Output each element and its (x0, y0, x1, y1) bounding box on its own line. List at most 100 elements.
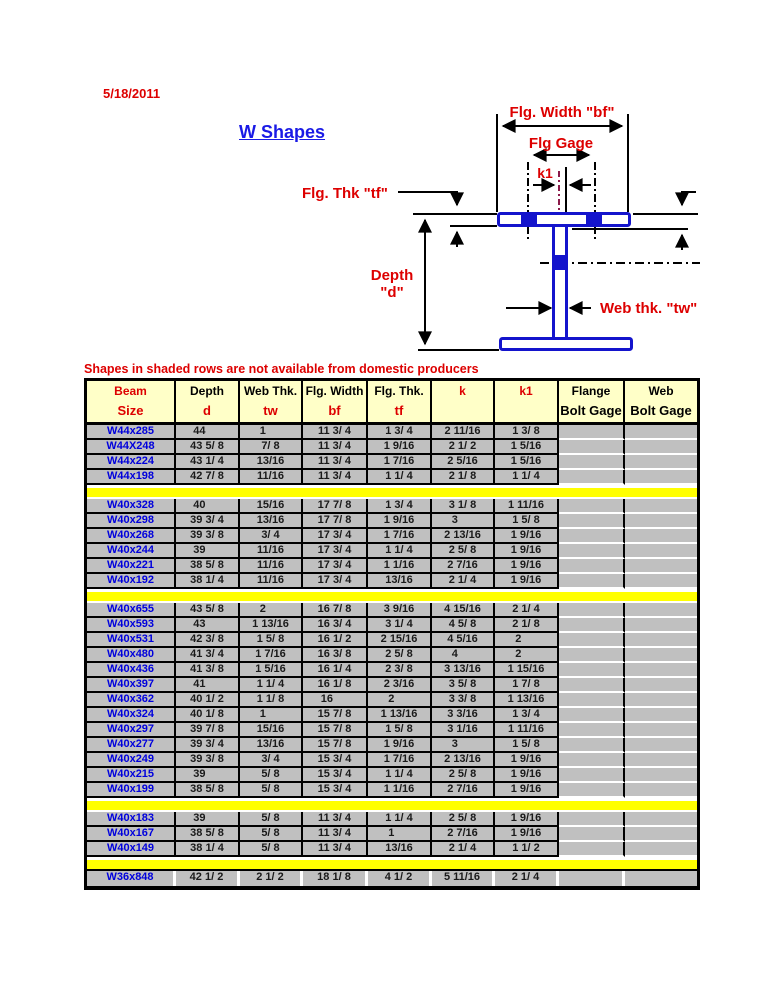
dimension-cell: 1 1/ 4 (368, 544, 432, 559)
dimension-cell: 3 5/ 8 (432, 678, 495, 693)
bolt-gage-cell (559, 738, 625, 753)
dimension-cell: 15/16 (240, 499, 303, 514)
dimension-cell: 1 3/ 8 (495, 425, 559, 440)
bolt-gage-cell (625, 514, 697, 529)
bolt-gage-cell (625, 425, 697, 440)
dimension-cell: 1 9/16 (368, 440, 432, 455)
bolt-gage-cell (559, 440, 625, 455)
dimension-cell: 3 3/ 8 (432, 693, 495, 708)
dimension-cell: 16 3/ 8 (303, 648, 368, 663)
dimension-cell: 1 1/ 4 (368, 470, 432, 485)
flange-bolt-left (521, 212, 537, 227)
dimension-cell: 2 13/16 (432, 753, 495, 768)
dimension-cell: 17 7/ 8 (303, 499, 368, 514)
dimension-cell: 1 15/16 (495, 663, 559, 678)
bolt-gage-cell (625, 499, 697, 514)
beam-size-cell: W40x244 (87, 544, 176, 559)
beam-size-cell: W36x848 (87, 871, 176, 886)
dimension-cell: 13/16 (240, 514, 303, 529)
dimension-cell: 1 9/16 (495, 529, 559, 544)
bolt-gage-cell (625, 529, 697, 544)
separator-gap (87, 589, 697, 592)
header-label-top: Flg. Width (305, 384, 364, 398)
header-label-bottom: tw (263, 403, 278, 418)
dimension-cell: 11 3/ 4 (303, 440, 368, 455)
dimension-cell: 1 1/ 4 (240, 678, 303, 693)
dimension-cell: 2 1/ 8 (495, 618, 559, 633)
dimension-cell: 15 3/ 4 (303, 753, 368, 768)
dimension-cell: 1 (240, 425, 303, 440)
dimension-cell: 15 7/ 8 (303, 708, 368, 723)
dimension-cell: 1 7/16 (368, 753, 432, 768)
dimension-cell: 2 (368, 693, 432, 708)
dimension-cell: 2 1/ 4 (495, 871, 559, 886)
dimension-cell: 5/ 8 (240, 812, 303, 827)
header-label-bottom: tf (394, 403, 404, 418)
web-bolt (552, 255, 568, 270)
dimension-cell: 3 (432, 514, 495, 529)
dimension-cell: 2 11/16 (432, 425, 495, 440)
dimension-cell: 13/16 (240, 455, 303, 470)
beam-dimension-diagram: Flg. Width "bf" Flg Gage k1 Flg. Thk "tf… (302, 104, 700, 351)
bolt-gage-cell (559, 514, 625, 529)
header-cell: k1 (495, 381, 559, 422)
dimension-cell: 11/16 (240, 574, 303, 589)
dimension-cell: 43 5/ 8 (176, 440, 240, 455)
bolt-gage-cell (625, 663, 697, 678)
bolt-gage-cell (625, 633, 697, 648)
dimension-cell: 40 1/ 8 (176, 708, 240, 723)
dimension-cell: 3 9/16 (368, 603, 432, 618)
dimension-cell: 2 (495, 633, 559, 648)
bolt-gage-cell (625, 470, 697, 485)
beam-size-cell: W40x324 (87, 708, 176, 723)
dimension-cell: 2 3/16 (368, 678, 432, 693)
beam-size-cell: W40x149 (87, 842, 176, 857)
separator-gap (87, 857, 697, 860)
bolt-gage-cell (625, 708, 697, 723)
dimension-cell: 1 9/16 (495, 783, 559, 798)
bolt-gage-cell (625, 440, 697, 455)
dimension-cell: 2 1/ 4 (432, 842, 495, 857)
dimension-cell: 2 5/ 8 (432, 768, 495, 783)
dimension-cell: 11 3/ 4 (303, 455, 368, 470)
bolt-gage-cell (625, 678, 697, 693)
header-label-top: k (459, 384, 466, 398)
dimension-cell: 1 9/16 (495, 768, 559, 783)
bolt-gage-cell (625, 723, 697, 738)
dimension-cell: 3/ 4 (240, 529, 303, 544)
dimension-cell: 15 7/ 8 (303, 738, 368, 753)
dimension-cell: 1 1/ 4 (368, 812, 432, 827)
document-date: 5/18/2011 (103, 86, 161, 101)
beam-size-cell: W40x199 (87, 783, 176, 798)
dimension-cell: 2 5/ 8 (432, 544, 495, 559)
dimension-cell: 13/16 (240, 738, 303, 753)
bolt-gage-cell (559, 753, 625, 768)
dimension-cell: 2 1/ 2 (432, 440, 495, 455)
dimension-cell: 2 5/ 8 (432, 812, 495, 827)
header-label-top: Flg. Thk. (374, 384, 424, 398)
dimension-cell: 15 3/ 4 (303, 783, 368, 798)
separator-gap (87, 810, 697, 812)
bolt-gage-cell (625, 738, 697, 753)
dimension-cell: 38 5/ 8 (176, 559, 240, 574)
dimension-cell: 13/16 (368, 574, 432, 589)
dimension-cell: 2 (495, 648, 559, 663)
bolt-squares (521, 212, 602, 270)
dimension-cell: 1 3/ 4 (368, 499, 432, 514)
dimension-cell: 1 1/16 (368, 559, 432, 574)
bolt-gage-cell (559, 529, 625, 544)
dimension-cell: 1 9/16 (495, 812, 559, 827)
